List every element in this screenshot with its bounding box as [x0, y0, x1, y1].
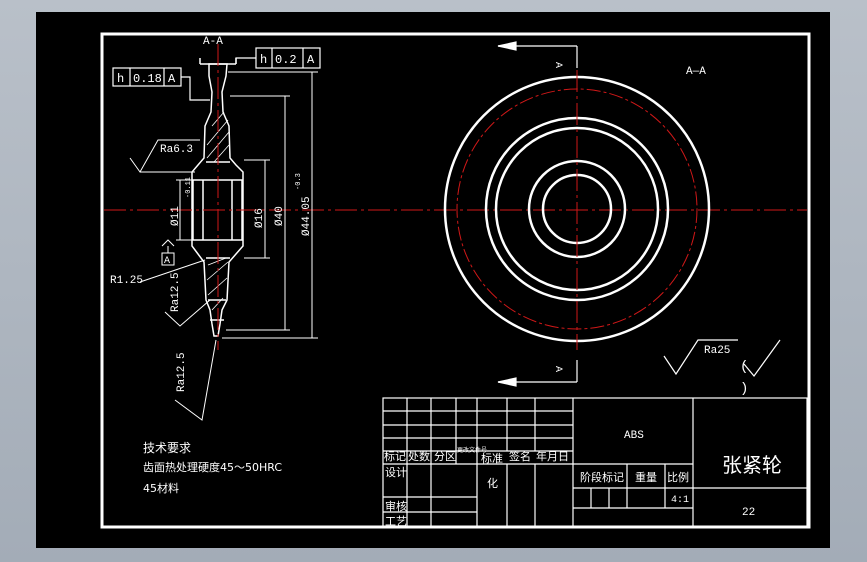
dim-hub: Ø16 [254, 208, 266, 228]
tb-scale: 4:1 [671, 495, 689, 506]
tb-jieduan: 阶段标记 [580, 470, 624, 484]
tol1-symbol: h [117, 72, 124, 86]
roughness-ra63-symbol [129, 139, 200, 173]
radius-leader [139, 259, 206, 283]
notes-line2: 45材料 [143, 481, 179, 495]
roughness-ra63: Ra6.3 [160, 144, 193, 156]
tb-biaoji: 标记 [384, 449, 406, 463]
tb-biaozhunhua-1: 标准 [481, 451, 503, 465]
notes-line1: 齿面热处理硬度45～50HRC [143, 460, 282, 474]
dim-mid: Ø40 [274, 206, 286, 226]
tolerance-frame-1 [112, 67, 210, 101]
tol1-value: 0.18 [133, 72, 162, 86]
dim-bore-tol: -0.11 [185, 177, 193, 198]
tol2-symbol: h [260, 53, 267, 67]
tb-zhongliang: 重量 [635, 470, 657, 484]
roughness-ra125-a-symbol [164, 299, 211, 327]
section-arrow-bottom [497, 360, 578, 387]
tb-bili: 比例 [667, 470, 689, 484]
dim-outer: Ø44.05 [301, 196, 313, 236]
tb-part-name: 张紧轮 [722, 453, 782, 477]
tb-material: ABS [624, 430, 644, 442]
dim-outer-tol: -0.3 [295, 173, 303, 190]
tb-nianyueri: 年月日 [536, 449, 569, 463]
tol1-datum: A [168, 72, 176, 86]
datum-marker [161, 239, 175, 266]
tol2-datum: A [307, 53, 315, 67]
roughness-ra125-a: Ra12.5 [170, 272, 182, 312]
paren-open: ( [740, 359, 748, 375]
tb-shenhe: 审核 [385, 499, 407, 513]
tb-drawing-no: 22 [742, 507, 755, 519]
section-arrow-top [497, 41, 578, 68]
roughness-ra25: Ra25 [704, 345, 730, 357]
title-block [382, 397, 808, 528]
radius-label: R1.25 [110, 275, 143, 287]
dim-bore: Ø11 [170, 206, 182, 226]
roughness-ra125-b-symbol [174, 339, 217, 421]
tb-sheji: 设计 [385, 466, 407, 479]
section-label-right: A—A [686, 66, 706, 78]
tolerance-frame-2 [235, 47, 321, 69]
notes-title: 技术要求 [143, 441, 191, 455]
tol2-value: 0.2 [275, 53, 297, 67]
section-mark-top: A [552, 62, 563, 68]
tb-gongyi: 工艺 [385, 515, 407, 528]
paren-close: ) [740, 381, 748, 397]
roughness-ra125-b: Ra12.5 [176, 352, 188, 392]
tb-fenqu: 分区 [434, 450, 456, 463]
tb-qianming: 签名 [509, 449, 531, 463]
tb-gengai: 更改文件号 [457, 446, 487, 454]
roughness-ra25-symbol [663, 339, 781, 377]
drawing-sheet [36, 12, 830, 548]
datum-label: A [164, 256, 170, 267]
tb-chushu: 处数 [408, 450, 430, 463]
section-mark-bottom: A [552, 366, 563, 372]
section-label-left: A-A [203, 36, 223, 48]
dimension-lines [176, 71, 318, 339]
tb-biaozhunhua-2: 化 [487, 476, 498, 490]
